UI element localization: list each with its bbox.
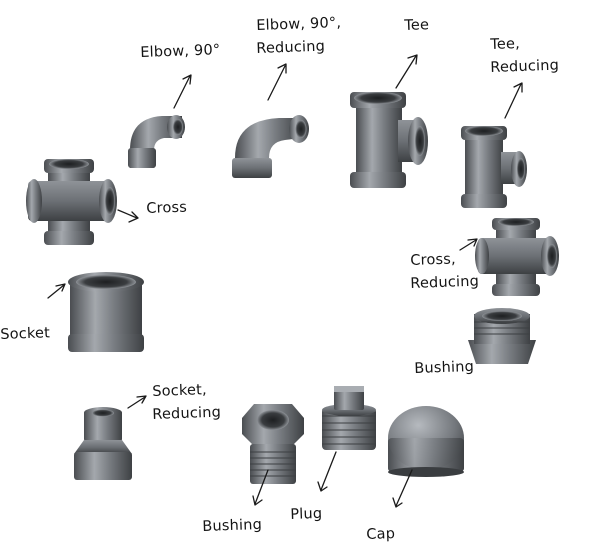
label-bushing-right: Bushing — [414, 358, 475, 377]
label-elbow-90-reducing-line2: Reducing — [256, 38, 326, 57]
label-socket-reducing-line1: Socket, — [152, 382, 208, 400]
tee-fitting-image — [350, 92, 428, 188]
label-cross-reducing-line1: Cross, — [410, 251, 457, 269]
cross-fitting-image — [26, 159, 117, 245]
label-cross: Cross — [146, 199, 188, 217]
label-cross-reducing-line2: Reducing — [410, 273, 480, 292]
socket-reducing-fitting-image — [74, 407, 132, 480]
plug-fitting-image — [322, 386, 376, 450]
elbow-90-reducing-fitting-image — [232, 115, 309, 178]
bushing-bottom-fitting-image — [242, 404, 304, 484]
label-elbow-90: Elbow, 90° — [140, 42, 221, 61]
label-tee: Tee — [404, 17, 430, 34]
label-socket: Socket — [0, 325, 51, 343]
label-cap: Cap — [366, 525, 396, 543]
label-socket-reducing-line2: Reducing — [152, 404, 222, 423]
tee-reducing-fitting-image — [461, 126, 527, 208]
socket-fitting-image — [68, 272, 144, 352]
label-elbow-90-reducing-line1: Elbow, 90°, — [256, 15, 342, 34]
elbow-90-fitting-image — [128, 115, 185, 168]
cross-reducing-fitting-image — [475, 218, 559, 296]
label-plug: Plug — [290, 505, 323, 523]
label-tee-reducing-line1: Tee, — [490, 35, 521, 53]
bushing-right-fitting-image — [468, 308, 536, 364]
label-bushing-bottom: Bushing — [202, 516, 263, 535]
label-tee-reducing-line2: Reducing — [490, 57, 560, 76]
cap-fitting-image — [388, 406, 464, 477]
